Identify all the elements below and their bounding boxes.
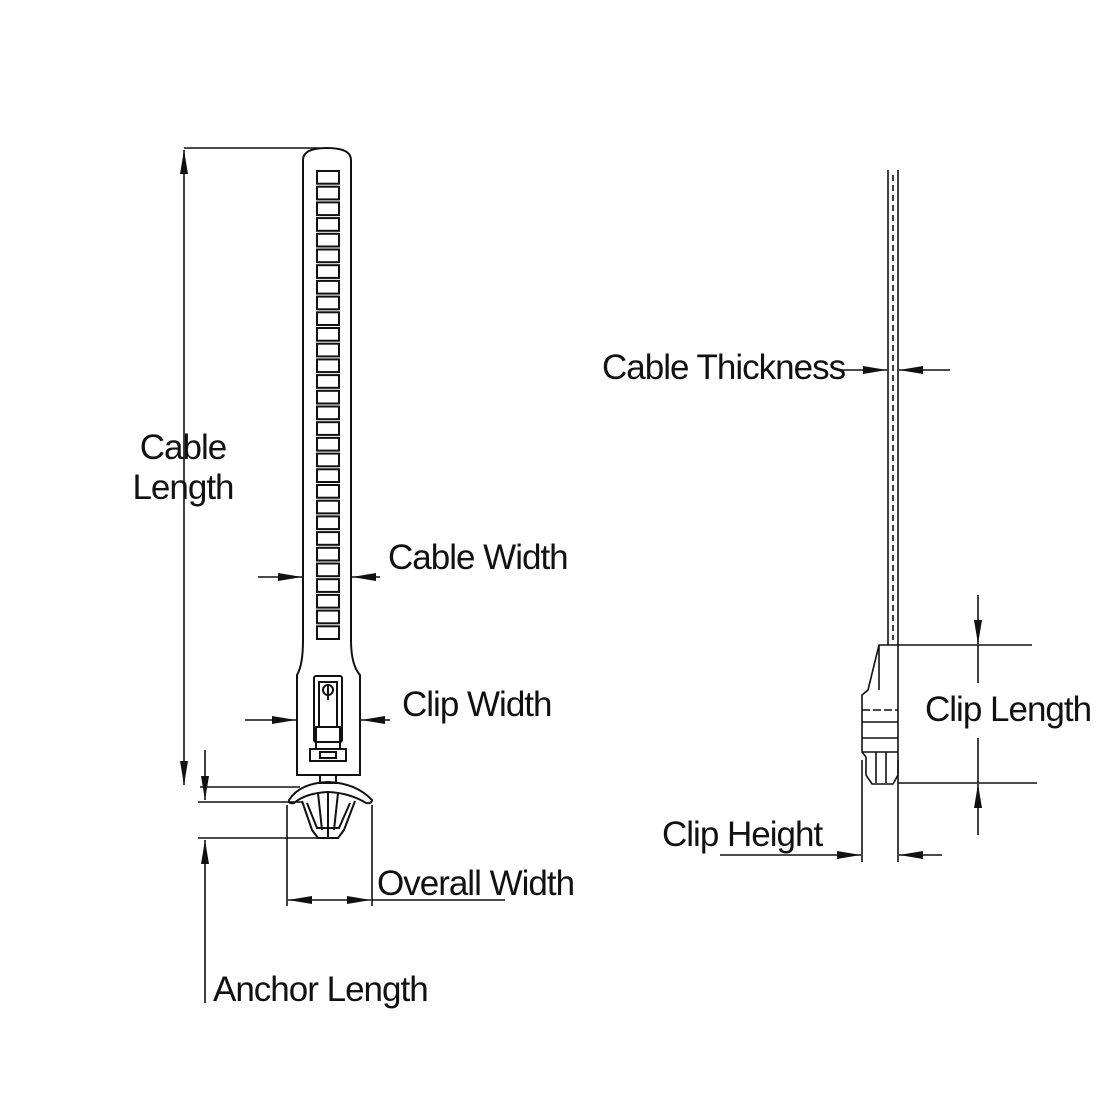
strap-slot [316,342,340,358]
strap-slot [316,279,340,295]
front-view-tie [287,146,374,839]
cable-width-label: Cable Width [388,538,569,577]
strap-slot [316,374,340,389]
strap-slot [316,562,340,578]
front-dimensions [180,147,505,1003]
strap-slot [316,311,340,326]
strap-slot [316,578,340,593]
cable-length-line1: Cable [139,428,227,467]
strap-slot [316,531,340,546]
strap-slot [316,468,340,483]
clip-height-label: Clip Height [662,815,823,854]
strap-slot [316,232,340,248]
cable-thickness-label: Cable Thickness [602,348,846,387]
strap-slot [316,421,340,436]
overall-width-label: Overall Width [377,864,575,903]
anchor-length-label: Anchor Length [213,970,429,1009]
clip-length-label: Clip Length [925,690,1092,729]
strap-slot [316,436,340,452]
strap-slot [316,609,340,625]
strap-slot [316,170,340,185]
strap-slot [316,217,340,232]
strap-slot [316,201,340,217]
strap-slot [316,358,340,374]
strap-slot [316,452,340,468]
strap-slot [316,264,340,279]
strap-slot [316,327,340,342]
side-view-tie [861,170,899,785]
strap-slot [316,546,340,562]
strap-slot [316,248,340,264]
strap-slot [316,389,340,405]
strap-slots [316,170,340,640]
strap-slot [316,499,340,515]
strap-slot [316,593,340,609]
side-dimensions [720,366,1037,862]
strap-slot [316,625,340,640]
strap-slot [316,185,340,201]
clip-width-label: Clip Width [402,685,552,724]
strap-slot [316,405,340,421]
cable-length-line2: Length [132,468,234,508]
strap-slot [316,295,340,311]
cable-length-label: Cable Length [118,428,248,509]
strap-slot [316,484,340,499]
strap-slot [316,515,340,531]
